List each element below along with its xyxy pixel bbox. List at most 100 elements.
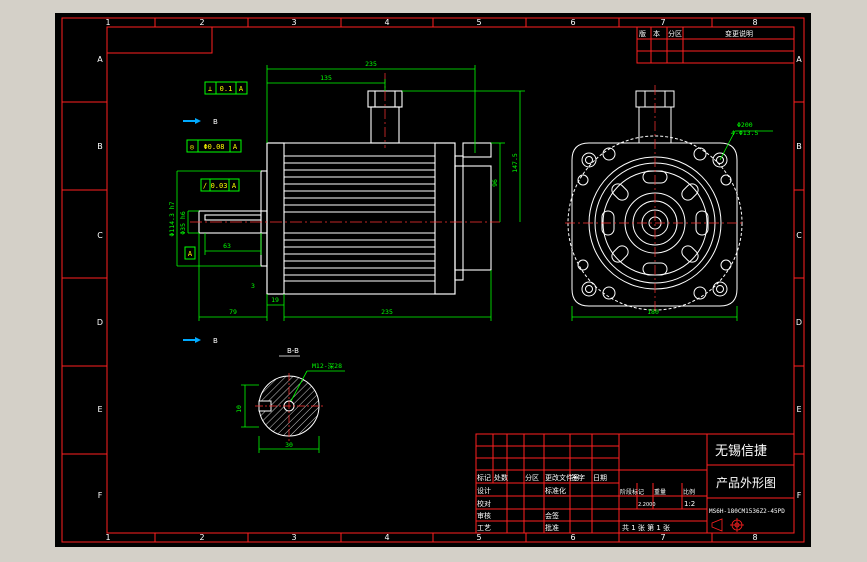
col-label: 7	[660, 18, 665, 27]
tb-label: 标记	[477, 473, 491, 482]
svg-text:A: A	[232, 182, 237, 190]
svg-text:⊥: ⊥	[208, 85, 212, 93]
tb-label: 重量	[654, 488, 666, 496]
row-label: C	[97, 231, 103, 240]
tb-scale: 1:2	[684, 500, 695, 508]
col-label: 3	[291, 18, 296, 27]
side-dimensions	[176, 65, 525, 321]
tb-label: 更改文件号	[545, 473, 580, 482]
front-centerlines	[565, 85, 745, 313]
tb-label: 标准化	[545, 486, 566, 495]
dim-edge: 3	[251, 282, 255, 290]
col-label: 4	[384, 533, 389, 542]
col-label: 2	[199, 533, 204, 542]
tolerance-flatness: ∕ 0.03 A	[200, 178, 240, 192]
svg-text:A: A	[188, 250, 193, 258]
company-name: 无锡信捷	[715, 444, 767, 459]
rev-header: 版	[639, 29, 646, 38]
code-box	[106, 26, 213, 54]
rev-header: 分	[668, 29, 675, 38]
svg-text:0.1: 0.1	[220, 85, 233, 93]
dim-holes: 4-Φ13.5	[731, 129, 758, 137]
col-label: 6	[570, 18, 575, 27]
motor-body	[266, 142, 456, 295]
svg-text:0.03: 0.03	[211, 182, 228, 190]
cooling-fins	[284, 162, 435, 276]
tb-label: 分区	[525, 473, 539, 482]
tb-label: 校对	[477, 499, 491, 508]
tb-label: 审核	[477, 511, 491, 520]
projection-symbol	[711, 518, 744, 532]
svg-text:A: A	[233, 143, 238, 151]
dim-key-width: 10	[235, 405, 243, 413]
section-marker-top: B	[183, 118, 218, 126]
drawing-viewport[interactable]: 1 2 3 4 5 6 7 8 1 2 3 4 5 6 7 8 A B C D …	[55, 13, 811, 547]
tb-label: 比例	[683, 488, 695, 496]
cad-drawing: 1 2 3 4 5 6 7 8 1 2 3 4 5 6 7 8 A B C D …	[61, 17, 805, 543]
tolerance-runout: ⊥ 0.1 A	[204, 81, 248, 95]
svg-text:◎: ◎	[190, 143, 195, 151]
tb-label: 日期	[593, 474, 607, 482]
tb-quantity: 2.2000	[638, 502, 656, 508]
dim-body-height: 96	[491, 179, 499, 187]
rev-header: 变更说明	[725, 29, 753, 38]
row-label: B	[796, 142, 802, 151]
row-label: D	[796, 318, 802, 327]
svg-text:∕: ∕	[203, 182, 207, 190]
drawing-frame	[61, 17, 805, 543]
front-dimensions	[571, 130, 773, 321]
row-label: F	[797, 491, 802, 500]
tb-label: 阶段标记	[620, 488, 644, 496]
frame-ticks	[62, 18, 804, 542]
col-label: 1	[105, 533, 110, 542]
drawing-number: MS6H-180CM1536Z2-45PD	[709, 508, 785, 515]
col-label: 2	[199, 18, 204, 27]
col-label: 6	[570, 533, 575, 542]
flange-square	[571, 142, 738, 307]
svg-text:B: B	[213, 118, 218, 126]
dim-flange: 19	[271, 296, 279, 304]
svg-text:A: A	[239, 85, 244, 93]
side-view: 235 135 79 235 19 63 3 147.5 96 Φ114.3 h…	[168, 60, 525, 345]
encoder-housing	[454, 165, 492, 271]
col-label: 4	[384, 18, 389, 27]
col-label: 7	[660, 533, 665, 542]
col-label: 8	[752, 18, 757, 27]
tb-label: 签字	[571, 473, 585, 482]
col-label: 3	[291, 533, 296, 542]
col-label: 1	[105, 18, 110, 27]
dim-overall-length: 235	[365, 60, 377, 68]
datum-a: A	[184, 246, 196, 260]
svg-text:B-B: B-B	[287, 347, 299, 355]
revision-table: 版 本 分 区 变更说明	[636, 26, 795, 64]
row-label: E	[97, 405, 102, 414]
dim-connector-height: 147.5	[511, 153, 519, 173]
dim-square: 180	[647, 308, 659, 316]
title-block: 标记 处数 分区 更改文件号 签字 日期 设计 标准化 校对 审核 会签 工艺 …	[475, 433, 795, 534]
col-label: 5	[476, 18, 481, 27]
row-label: A	[97, 55, 103, 64]
section-view: B-B 10 30 M12-深28	[235, 347, 345, 453]
rev-header: 本	[653, 29, 660, 38]
row-label: D	[97, 318, 103, 327]
col-label: 8	[752, 533, 757, 542]
dim-keyway: 63	[223, 242, 231, 250]
section-marker-bottom: B	[183, 337, 218, 345]
tb-sheet: 共 1 张 第 1 张	[622, 523, 670, 532]
dim-bolt-circle: Φ200	[737, 121, 753, 129]
rear-cap	[434, 142, 456, 295]
tb-label: 批准	[545, 523, 559, 532]
dim-top-offset: 135	[320, 74, 332, 82]
tb-label: 处数	[494, 473, 508, 482]
dim-pilot-dia: Φ114.3 h7	[168, 201, 176, 236]
drawing-title: 产品外形图	[716, 476, 776, 490]
svg-text:Φ0.08: Φ0.08	[203, 143, 224, 151]
svg-text:B: B	[213, 337, 218, 345]
dim-shaft-length: 79	[229, 308, 237, 316]
tb-label: 会签	[545, 511, 559, 520]
front-flange	[266, 142, 285, 295]
row-label: A	[796, 55, 802, 64]
row-label: C	[796, 231, 802, 240]
tb-label: 设计	[477, 486, 491, 495]
tb-label: 工艺	[477, 524, 491, 532]
